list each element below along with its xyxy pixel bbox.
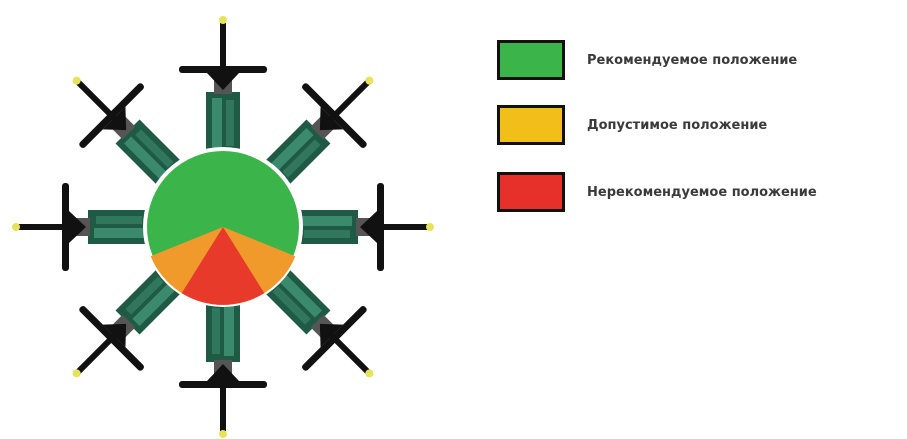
valve-handle [179,66,267,73]
valve-body [206,92,240,154]
valve-body [296,210,358,244]
valve-body [88,210,150,244]
valve-handle [377,183,384,271]
valve-tip [12,223,20,231]
valve-tip [219,16,227,24]
legend-swatch-yellow [497,105,565,145]
legend-item-recommended: Рекомендуемое положение [497,40,797,80]
valve-body-highlight [96,216,142,224]
legend-label: Нерекомендуемое положение [587,185,817,200]
position-circle [145,149,301,305]
mounting-position-diagram [0,0,460,439]
legend-label: Допустимое положение [587,118,767,133]
valve-handle [179,381,267,388]
valve-handle-wedge [69,211,86,243]
legend-item-not-recommended: Нерекомендуемое положение [497,172,817,212]
valve-body-highlight [94,228,144,238]
valve-body-highlight [226,100,234,146]
valve-handle-wedge [207,364,239,381]
valve-unit-right [296,183,434,271]
valve-handle-wedge [360,211,377,243]
valve-unit-down [179,300,267,438]
valve-body [206,300,240,362]
valve-body-highlight [304,230,350,238]
valve-tip [426,223,434,231]
legend-swatch-green [497,40,565,80]
valve-unit-up [179,16,267,154]
valve-tip [219,430,227,438]
valve-handle-wedge [207,73,239,90]
valve-body-highlight [212,98,222,148]
valve-unit-left [12,183,150,271]
legend-item-acceptable: Допустимое положение [497,105,767,145]
valve-handle [62,183,69,271]
valve-body-highlight [212,308,220,354]
valve-body-highlight [224,306,234,356]
valve-body-highlight [302,216,352,226]
legend-label: Рекомендуемое положение [587,53,797,68]
legend-swatch-red [497,172,565,212]
